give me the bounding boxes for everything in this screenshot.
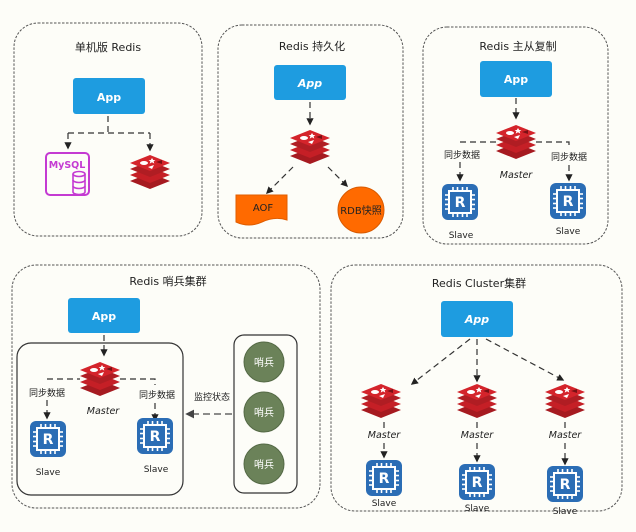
arrow-to-master-1 [410,338,471,385]
sentinel-node: 哨兵 [243,391,285,433]
panel-standalone-border [13,22,203,237]
rdb-snapshot-shape: RDB快照 [337,186,385,234]
app-box: App [68,298,140,333]
panel-standalone-title: 单机版 Redis [75,40,141,54]
slave-icon-right [549,182,587,220]
master-label: Master [500,170,534,181]
master-label: Master [87,406,121,417]
sentinel-label: 哨兵 [254,458,274,471]
master-redis-icon [545,384,585,418]
app-label: App [97,91,121,104]
slave-icon [365,459,403,497]
connector-line [68,116,150,134]
sentinel-node: 哨兵 [243,341,285,383]
panel-persistence: Redis 持久化 App AOF RDB快照 [217,24,404,239]
panel-sentinel-title: Redis 哨兵集群 [129,274,206,288]
master-slave-group-box [16,342,184,496]
arrow-to-master-3 [485,338,565,381]
aof-shape: AOF [235,194,288,226]
panel-cluster-border [330,264,623,512]
app-label: App [92,310,116,323]
slave-icon-left [29,420,67,458]
arrow-to-rdb [327,166,349,188]
sync-label-left: 同步数据 [29,387,65,399]
mysql-label: MySQL [49,160,86,171]
aof-label: AOF [253,203,274,214]
master-redis-icon [496,125,536,159]
arrow-to-aof [265,166,294,195]
sync-label-left: 同步数据 [444,149,480,161]
app-box: App [274,65,346,100]
panel-cluster: Redis Cluster集群 App Master Master Master… [330,264,623,517]
master-redis-icon [457,384,497,418]
app-box: App [480,61,552,97]
app-label: App [464,313,489,326]
slave-icon [546,465,584,503]
master-redis-icon [361,384,401,418]
sync-label-right: 同步数据 [139,389,175,401]
sentinel-label: 哨兵 [254,406,274,419]
master-label: Master [368,430,402,441]
app-label: App [504,73,528,86]
slave-icon-right [136,417,174,455]
sync-line [47,378,156,385]
master-redis-icon [80,362,120,396]
master-label: Master [549,430,583,441]
panel-persistence-title: Redis 持久化 [279,39,345,53]
rdb-label: RDB快照 [340,205,382,217]
slave-icon [458,463,496,501]
sync-label-right: 同步数据 [551,151,587,163]
master-label: Master [461,430,495,441]
panel-persistence-border [217,24,404,239]
panel-replication: Redis 主从复制 App 同步数据 同步数据 Master Slave Sl… [422,26,609,245]
slave-label-right: Slave [556,227,581,237]
slave-label-right: Slave [144,465,169,475]
panel-cluster-title: Redis Cluster集群 [432,276,526,290]
panel-replication-border [422,26,609,245]
app-box: App [73,78,145,114]
slave-label: Slave [553,507,578,517]
panel-sentinel: Redis 哨兵集群 App 同步数据 同步数据 Master Slave Sl… [11,264,321,509]
sentinel-label: 哨兵 [254,356,274,369]
monitor-label: 监控状态 [194,391,230,403]
panel-standalone: 单机版 Redis App MySQL [13,22,203,237]
redis-icon [130,155,170,189]
sentinel-group-box [233,334,298,494]
app-box: App [441,301,513,337]
slave-label: Slave [465,504,490,514]
slave-label-left: Slave [449,231,474,241]
sync-line [460,141,570,147]
slave-label: Slave [372,499,397,509]
panel-replication-title: Redis 主从复制 [479,39,556,53]
mysql-icon: MySQL [45,152,90,196]
app-label: App [297,77,322,90]
redis-icon [290,130,330,164]
sentinel-node: 哨兵 [243,443,285,485]
slave-icon-left [441,183,479,221]
slave-label-left: Slave [36,468,61,478]
panel-sentinel-border [11,264,321,509]
